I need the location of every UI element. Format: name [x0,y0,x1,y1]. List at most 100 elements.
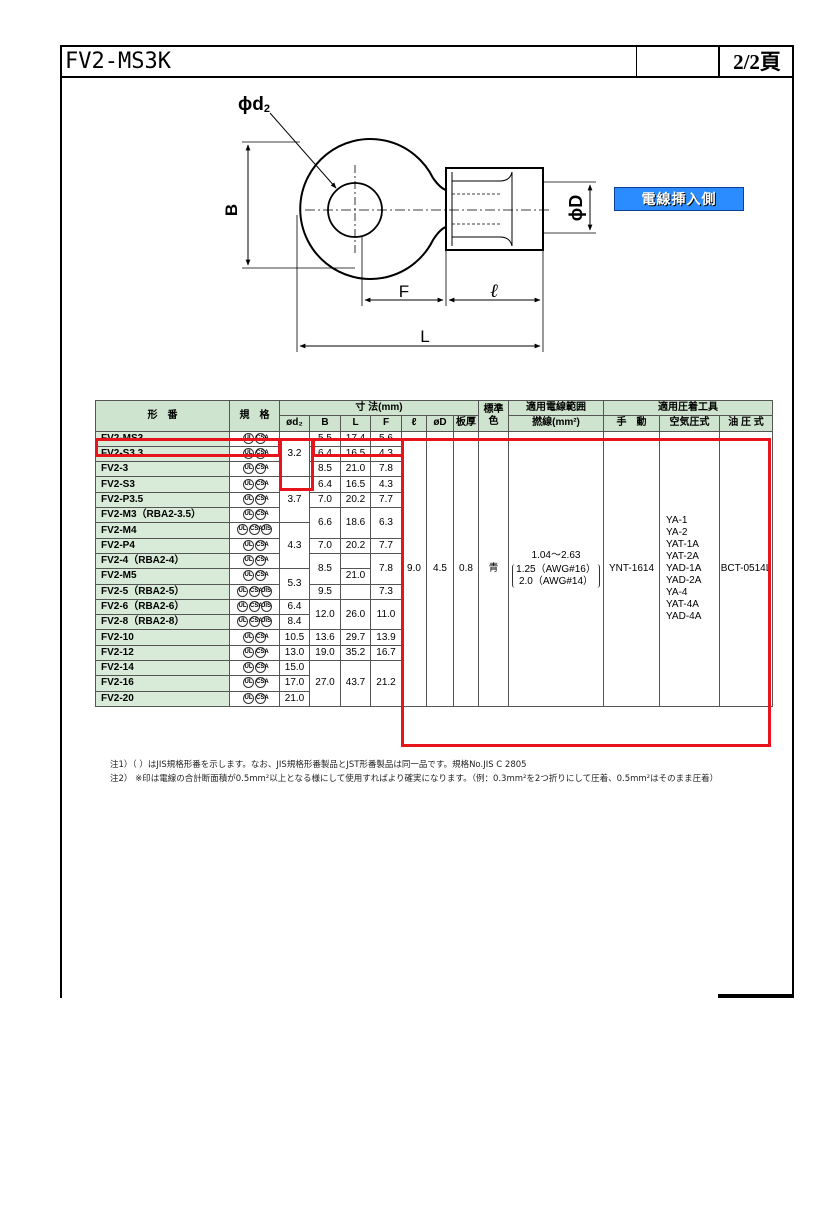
footnotes: 注1）（ ）はJIS規格形番を示します。なお、JIS規格形番製品とJST形番製品… [110,759,718,786]
document-title: FV2-MS3K [65,49,171,74]
frame-bottom-bar [718,994,794,998]
ul-mark-icon: UL [243,646,254,658]
ul-mark-icon: UL [243,493,254,505]
header-cell-divider [636,45,637,77]
ul-mark-icon: UL [243,677,254,689]
csa-mark-icon: CSA [255,447,269,459]
col-b: B [309,415,341,432]
csa-mark-icon: CSA [255,539,269,551]
csa-mark-icon: CSA [249,616,263,628]
footnote: 注1）（ ）はJIS規格形番を示します。なお、JIS規格形番製品とJST形番製品… [110,760,527,770]
footnote: 注2） ※印は電線の合計断面積が0.5mm²以上となる様にして使用すればより確実… [110,773,719,784]
col-d2: ød₂ [279,415,310,432]
col-tools: 適用圧着工具 [603,399,773,417]
sleeve-outline [445,167,544,251]
spec-table: 形 番 規 格 寸 法(mm) 標準色 適用電線範囲 適用圧着工具 ød₂ B … [95,399,773,707]
cell-pneumatic-tools: YA-1 YA-2 YAT-1A YAT-2A YAD-1A YAD-2A YA… [659,430,720,707]
csa-mark-icon: CSA [249,600,263,612]
label-b: B [222,204,241,216]
frame-right [792,45,794,998]
csa-mark-icon: CSA [255,555,269,567]
jis-mark-icon: JIS [261,585,272,597]
col-hydraulic: 油 圧 式 [719,415,773,432]
csa-mark-icon: CSA [255,646,269,658]
wire-insertion-side-label: 電線挿入側 [614,187,744,211]
cell-color: 青 [478,430,509,707]
label-d2: ϕd2 [238,94,270,115]
ring-outline [299,138,447,280]
ul-mark-icon: UL [237,524,248,536]
csa-mark-icon: CSA [249,524,263,536]
ul-mark-icon: UL [243,555,254,567]
col-dimensions: 寸 法(mm) [279,399,479,417]
ul-mark-icon: UL [243,631,254,643]
ul-mark-icon: UL [237,600,248,612]
page-number: 2/2頁 [733,50,781,74]
frame-top [60,45,794,47]
col-wire-range: 適用電線範囲 [508,399,604,417]
jis-mark-icon: JIS [261,600,272,612]
cell-thickness: 0.8 [453,430,479,707]
header-cell-divider [718,45,720,77]
frame-left [60,45,62,998]
col-l: ℓ [401,415,427,432]
highlight-d2-cell [279,438,314,491]
col-manual: 手 動 [603,415,660,432]
cell-wire-range: 1.04〜2.63 1.25（AWG#16） 2.0（AWG#14） [508,430,604,707]
col-f: F [370,415,402,432]
label-l: ℓ [490,280,498,302]
ul-mark-icon: UL [243,447,254,459]
ul-mark-icon: UL [237,585,248,597]
ul-mark-icon: UL [243,662,254,674]
csa-mark-icon: CSA [255,631,269,643]
col-thickness: 板厚 [453,415,479,432]
ul-mark-icon: UL [243,692,254,704]
col-pneumatic: 空気圧式 [659,415,720,432]
col-color: 標準色 [478,400,509,432]
csa-mark-icon: CSA [255,677,269,689]
csa-mark-icon: CSA [255,463,269,475]
ul-mark-icon: UL [243,539,254,551]
csa-mark-icon: CSA [255,493,269,505]
col-model: 形 番 [95,400,230,432]
ul-mark-icon: UL [243,570,254,582]
highlight-common-spec [401,438,771,747]
csa-mark-icon: CSA [249,585,263,597]
ul-mark-icon: UL [237,616,248,628]
csa-mark-icon: CSA [255,509,269,521]
highlight-dimension-row [312,438,404,457]
csa-mark-icon: CSA [255,570,269,582]
csa-mark-icon: CSA [255,478,269,490]
col-standard: 規 格 [229,400,280,432]
label-f: F [399,282,409,301]
ul-mark-icon: UL [243,463,254,475]
cell-hydraulic-tool: BCT-0514L [719,430,773,707]
col-l-total: L [340,415,371,432]
col-d: øD [426,415,454,432]
jis-mark-icon: JIS [261,524,272,536]
ul-mark-icon: UL [243,478,254,490]
header-divider [60,76,794,78]
label-total-length: L [420,327,429,346]
csa-mark-icon: CSA [255,662,269,674]
